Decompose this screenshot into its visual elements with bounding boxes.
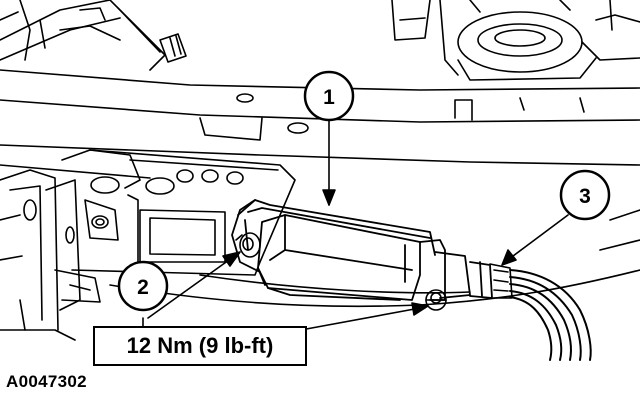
lower-bolt	[425, 289, 447, 311]
wiring-harness	[509, 269, 592, 361]
callout-1-label: 1	[323, 86, 335, 109]
leader-arrow-2a	[222, 251, 241, 267]
callout-2: 2	[117, 260, 169, 312]
figure-id: A0047302	[6, 372, 87, 391]
torque-spec-box: 12 Nm (9 lb-ft)	[93, 326, 307, 366]
sensor-module	[231, 199, 493, 301]
upper-left-bracket	[0, 0, 187, 71]
leader-lines	[142, 120, 569, 333]
leader-line-3	[504, 214, 569, 263]
left-bolt	[235, 232, 261, 258]
electrical-connector	[489, 263, 513, 299]
leader-arrow-1	[322, 189, 336, 206]
left-mounting-plate	[61, 149, 296, 276]
leader-line-2-to-left-bolt	[147, 254, 237, 319]
leader-arrow-3	[501, 249, 517, 266]
callout-3: 3	[559, 169, 611, 221]
left-frame	[0, 169, 101, 341]
upper-right-fixture	[391, 0, 640, 81]
lower-panel	[109, 209, 640, 308]
leader-line-torque-to-lower-bolt	[289, 307, 421, 333]
crossmember	[0, 69, 640, 179]
callout-2-label: 2	[137, 276, 149, 299]
torque-spec-text: 12 Nm (9 lb-ft)	[126, 333, 274, 358]
leader-arrow-2b	[411, 302, 429, 316]
callout-3-label: 3	[579, 185, 591, 208]
callout-1: 1	[303, 70, 355, 122]
